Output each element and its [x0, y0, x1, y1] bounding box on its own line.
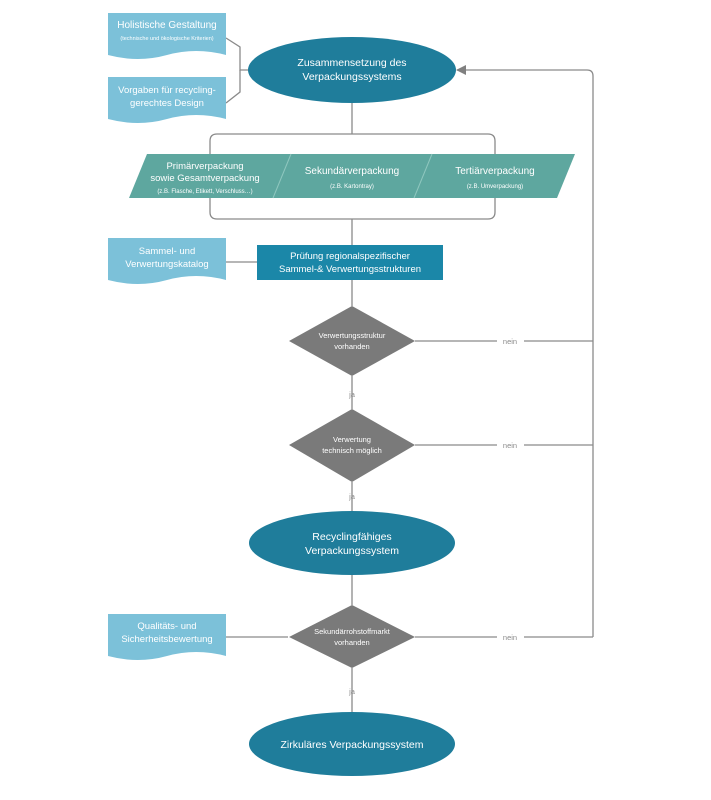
- packaging-levels: Primärverpackung sowie Gesamtverpackung …: [129, 153, 575, 199]
- decision3-line2: vorhanden: [334, 638, 369, 647]
- no-label-3: nein: [503, 633, 517, 642]
- primary-line2: sowie Gesamtverpackung: [150, 173, 259, 184]
- holistic-title: Holistische Gestaltung: [117, 20, 217, 31]
- packaging-bracket-bottom: [209, 198, 496, 220]
- decision1-line1: Verwertungsstruktur: [319, 331, 386, 340]
- packaging-parallelogram: [129, 154, 575, 198]
- decision3-line1: Sekundärrohstoffmarkt: [314, 627, 391, 636]
- document-shape: [108, 238, 226, 284]
- packaging-divider-1: [272, 153, 292, 199]
- collection-catalog-line1: Sammel- und: [139, 246, 196, 257]
- quality-safety-line2: Sicherheitsbewertung: [121, 634, 212, 645]
- tertiary-line1: Tertiärverpackung: [455, 166, 534, 177]
- no-label-1: nein: [503, 337, 517, 346]
- secondary-example: (z.B. Kartontray): [330, 184, 374, 190]
- input-collection-catalog: Sammel- und Verwertungskatalog: [108, 238, 226, 284]
- composition-line2: Verpackungssystems: [302, 71, 401, 83]
- primary-example: (z.B. Flasche, Etikett, Verschluss…): [157, 189, 252, 195]
- decision-secondary-raw-market: Sekundärrohstoffmarkt vorhanden: [289, 605, 415, 668]
- decision2-line2: technisch möglich: [322, 446, 382, 455]
- secondary-line1: Sekundärverpackung: [305, 166, 400, 177]
- decision-recovery-structure: Verwertungsstruktur vorhanden: [289, 306, 415, 376]
- decision-shape: [289, 409, 415, 482]
- process-shape: [257, 245, 443, 280]
- feedback-return-line: [456, 65, 594, 637]
- document-shape: [108, 77, 226, 123]
- terminator-shape: [248, 37, 456, 103]
- terminator-shape: [249, 712, 455, 776]
- holistic-subtitle: (technische und ökologische Kriterien): [120, 36, 213, 42]
- circular-line1: Zirkuläres Verpackungssystem: [281, 739, 424, 751]
- yes-label-2: ja: [348, 492, 356, 501]
- recycling-design-line2: gerechtes Design: [130, 98, 204, 109]
- connectors: [209, 37, 594, 712]
- decision-technically-possible: Verwertung technisch möglich: [289, 409, 415, 482]
- decision2-line1: Verwertung: [333, 435, 371, 444]
- connector-recycling-design: [225, 70, 241, 104]
- node-circular: Zirkuläres Verpackungssystem: [249, 712, 455, 776]
- tertiary-example: (z.B. Umverpackung): [467, 184, 523, 190]
- yes-label-1: ja: [348, 390, 356, 399]
- decision-shape: [289, 605, 415, 668]
- no-label-2: nein: [503, 441, 517, 450]
- decision-shape: [289, 306, 415, 376]
- decision1-line2: vorhanden: [334, 342, 369, 351]
- terminator-shape: [249, 511, 455, 575]
- recyclable-line1: Recyclingfähiges: [312, 531, 391, 543]
- quality-safety-line1: Qualitäts- und: [137, 621, 196, 632]
- document-shape: [108, 13, 226, 59]
- primary-line1: Primärverpackung: [166, 161, 243, 172]
- node-check: Prüfung regionalspezifischer Sammel-& Ve…: [257, 245, 443, 280]
- node-recyclable: Recyclingfähiges Verpackungssystem: [249, 511, 455, 575]
- packaging-bracket: [209, 133, 496, 154]
- recyclable-line2: Verpackungssystem: [305, 545, 399, 557]
- yes-label-3: ja: [348, 687, 356, 696]
- input-quality-safety: Qualitäts- und Sicherheitsbewertung: [108, 614, 226, 660]
- node-composition: Zusammensetzung des Verpackungssystems: [248, 37, 456, 103]
- composition-line1: Zusammensetzung des: [297, 57, 406, 69]
- check-line1: Prüfung regionalspezifischer: [290, 251, 410, 262]
- input-recycling-design: Vorgaben für recycling- gerechtes Design: [108, 77, 226, 123]
- input-holistic-design: Holistische Gestaltung (technische und ö…: [108, 13, 226, 59]
- connector-holistic: [225, 37, 250, 71]
- packaging-divider-2: [413, 153, 433, 199]
- collection-catalog-line2: Verwertungskatalog: [125, 259, 208, 270]
- recycling-design-line1: Vorgaben für recycling-: [118, 85, 216, 96]
- document-shape: [108, 614, 226, 660]
- check-line2: Sammel-& Verwertungsstrukturen: [279, 264, 421, 275]
